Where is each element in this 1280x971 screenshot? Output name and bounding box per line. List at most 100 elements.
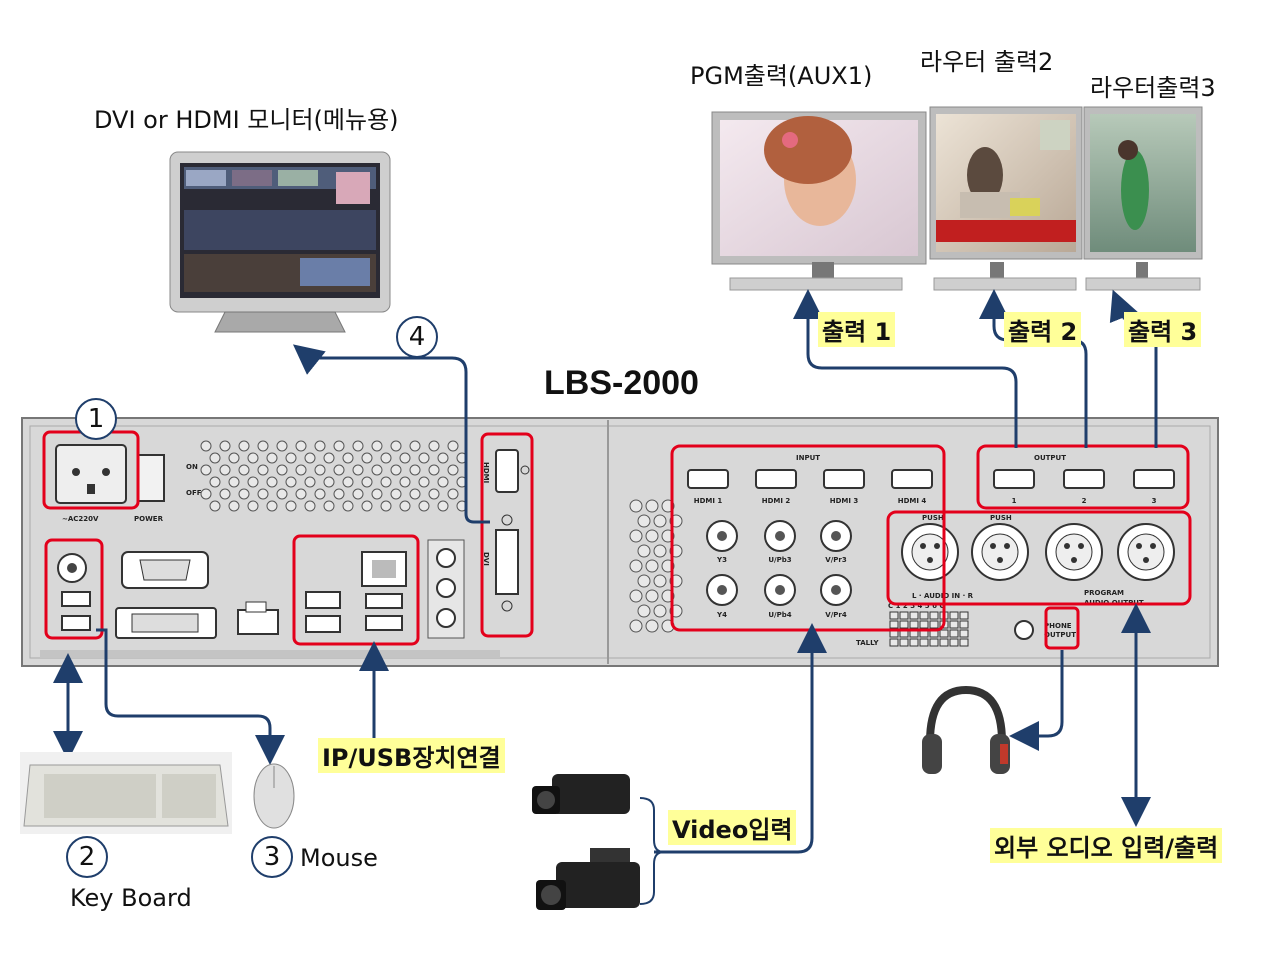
highlight-outputs (976, 444, 1190, 510)
vent-hole (228, 452, 240, 464)
vent-hole (276, 440, 288, 452)
output-label: OUTPUT (1034, 454, 1066, 462)
bnc-port-core (831, 531, 841, 541)
vent-hole (200, 488, 212, 500)
hdmi-input-port (891, 469, 933, 489)
xlr-pin (1064, 543, 1070, 549)
vent-hole (629, 619, 643, 633)
vent-hole (228, 476, 240, 488)
camcorder-2 (536, 848, 640, 910)
tally-pin (939, 638, 949, 647)
tally-pin (889, 620, 899, 629)
tally-connector (889, 611, 969, 647)
xlr-port-inner (1055, 533, 1093, 571)
vent-hole (219, 440, 231, 452)
vent-hole (390, 464, 402, 476)
hdmi-vert-label: HDMI (482, 462, 490, 483)
tally-pin (949, 629, 959, 638)
keyboard-device (20, 752, 232, 834)
vent-hole (219, 488, 231, 500)
vent-hole (371, 464, 383, 476)
callout-2: 2 (66, 836, 108, 878)
vent-hole (637, 604, 651, 618)
tally-pin (949, 638, 959, 647)
hdmi-input-label: HDMI 4 (898, 497, 927, 505)
vent-hole (342, 500, 354, 512)
tally-pin (939, 629, 949, 638)
vent-hole (314, 464, 326, 476)
xlr-port-inner (1127, 533, 1165, 571)
vent-hole (653, 514, 667, 528)
vent-hole (380, 500, 392, 512)
bnc-port-core (775, 531, 785, 541)
highlight-menu-out (480, 432, 534, 638)
power-switch[interactable] (137, 454, 165, 502)
vent-hole (653, 544, 667, 558)
ac-label: ~AC220V (62, 515, 99, 523)
vent-hole (247, 500, 259, 512)
ps2-port (57, 553, 87, 583)
vent-hole (629, 559, 643, 573)
xlr-pin (1143, 557, 1149, 563)
power-label: POWER (134, 515, 164, 523)
highlight-phone (1044, 606, 1080, 650)
tally-pin (889, 638, 899, 647)
hdmi-output-port (1133, 469, 1175, 489)
vent-hole (371, 440, 383, 452)
vent-hole (380, 452, 392, 464)
vent-hole (342, 452, 354, 464)
callout-3: 3 (251, 836, 293, 878)
vent-hole (447, 488, 459, 500)
output3-arrow-label: 출력 3 (1124, 312, 1202, 347)
xlr-pin (920, 543, 926, 549)
tally-pin (959, 638, 969, 647)
vent-hole (333, 488, 345, 500)
video-in-label: Video입력 (668, 810, 797, 845)
hdmi-input-label: HDMI 1 (694, 497, 723, 505)
vent-hole (238, 488, 250, 500)
hdmi-input-label: HDMI 2 (762, 497, 791, 505)
vent-hole (257, 464, 269, 476)
hdmi-input-port (823, 469, 865, 489)
tally-pin (909, 620, 919, 629)
push-label-2: PUSH (990, 514, 1012, 522)
tally-pin (959, 620, 969, 629)
tally-pin (919, 638, 929, 647)
ip-usb-label: IP/USB장치연결 (318, 738, 505, 773)
vent-hole (304, 452, 316, 464)
hdmi-input-label: HDMI 3 (830, 497, 859, 505)
vent-hole (645, 619, 659, 633)
vent-hole (645, 589, 659, 603)
vent-hole (285, 452, 297, 464)
vent-hole (653, 604, 667, 618)
camcorder-1 (532, 774, 630, 814)
vent-hole (257, 440, 269, 452)
output2-arrow-label: 출력 2 (1004, 312, 1082, 347)
tally-pin (919, 611, 929, 620)
vent-hole (645, 499, 659, 513)
vent-hole (342, 476, 354, 488)
tally-pin (959, 611, 969, 620)
gpu-hdmi-dvi (495, 449, 530, 612)
vent-hole (447, 440, 459, 452)
vent-grid-right (629, 499, 683, 633)
hdmi-output-label: 1 (1012, 497, 1017, 505)
vent-hole (418, 476, 430, 488)
hdmi-output-port (993, 469, 1035, 489)
arrow-headphone (1009, 650, 1064, 751)
device-title: LBS-2000 (544, 364, 699, 402)
dvi-vert-label: DVI (482, 552, 490, 566)
vent-hole (304, 476, 316, 488)
vent-hole (333, 464, 345, 476)
xlr-pin (1004, 543, 1010, 549)
vent-hole (314, 488, 326, 500)
input-label: INPUT (796, 454, 820, 462)
vent-hole (361, 476, 373, 488)
vent-hole (209, 500, 221, 512)
vent-hole (200, 464, 212, 476)
vent-hole (238, 464, 250, 476)
vent-hole (276, 488, 288, 500)
vent-hole (323, 452, 335, 464)
bnc-label: V/Pr4 (825, 611, 847, 619)
vent-hole (399, 500, 411, 512)
